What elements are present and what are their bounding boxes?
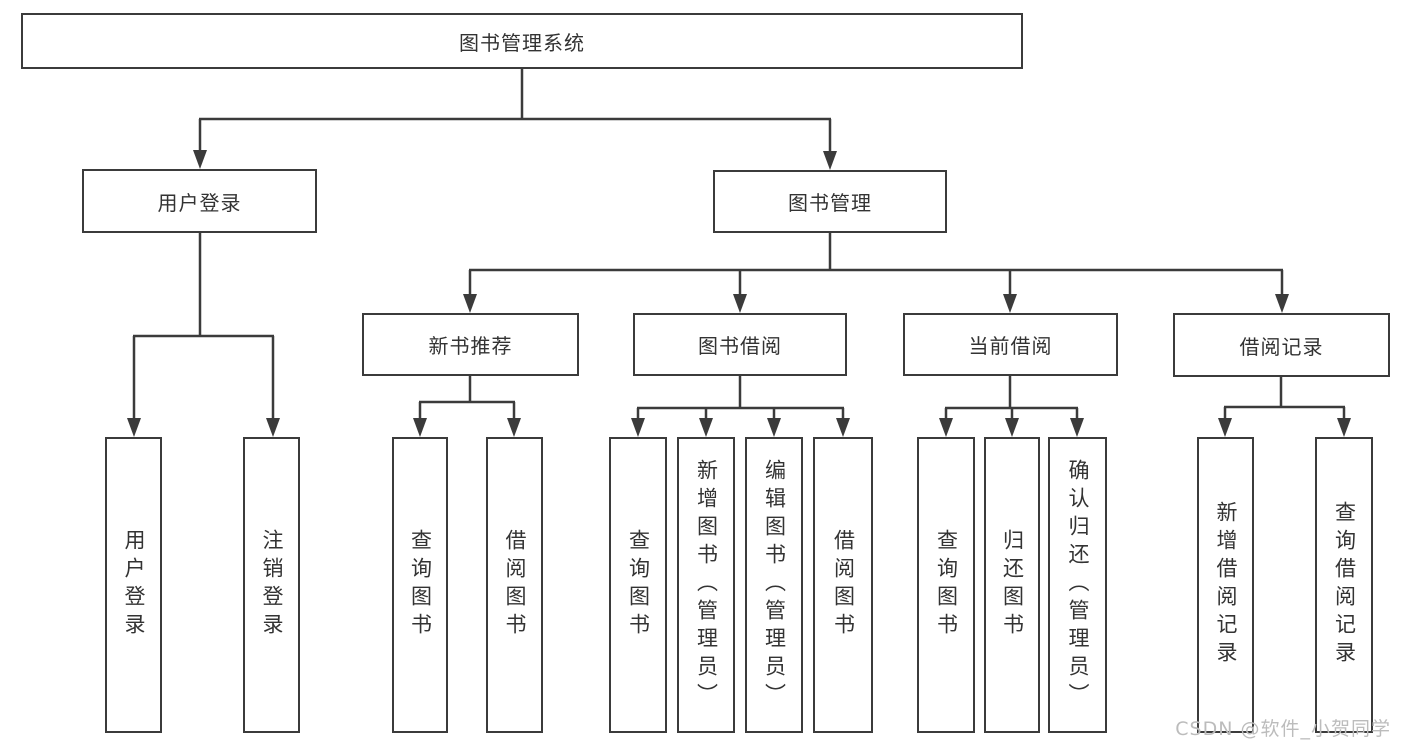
leaf-query-borrow-record: 查询借阅记录 bbox=[1315, 437, 1373, 733]
leaf-query-books: 查询图书 bbox=[917, 437, 975, 733]
arrowhead bbox=[507, 418, 521, 437]
node-label: 新书推荐 bbox=[428, 334, 513, 358]
arrowhead bbox=[1005, 418, 1019, 437]
arrowhead bbox=[733, 294, 747, 313]
leaf-label: 查询借阅记录 bbox=[1332, 501, 1357, 669]
leaf-borrow-books: 借阅图书 bbox=[486, 437, 543, 733]
arrowhead bbox=[266, 418, 280, 437]
leaf-label: 借阅图书 bbox=[831, 529, 856, 641]
leaf-label: 新增借阅记录 bbox=[1214, 501, 1238, 669]
arrowhead bbox=[823, 151, 837, 170]
leaf-label: 用户登录 bbox=[122, 529, 146, 641]
leaf-logout-login: 注销登录 bbox=[243, 437, 300, 733]
leaf-borrow-books: 借阅图书 bbox=[813, 437, 873, 733]
arrowhead bbox=[1337, 418, 1351, 437]
leaf-label: 借阅图书 bbox=[503, 529, 527, 641]
arrowhead bbox=[939, 418, 953, 437]
leaf-label: 编辑图书（管理员） bbox=[762, 459, 787, 711]
leaf-label: 查询图书 bbox=[408, 529, 433, 641]
leaf-add-borrow-record: 新增借阅记录 bbox=[1197, 437, 1254, 733]
arrowhead bbox=[193, 150, 207, 169]
arrowhead bbox=[127, 418, 141, 437]
arrowhead bbox=[1070, 418, 1084, 437]
leaf-query-books: 查询图书 bbox=[392, 437, 448, 733]
leaf-add-books-admin: 新增图书（管理员） bbox=[677, 437, 735, 733]
node-borrow-records: 借阅记录 bbox=[1173, 313, 1390, 377]
arrowhead bbox=[836, 418, 850, 437]
arrowhead bbox=[767, 418, 781, 437]
node-book-management: 图书管理 bbox=[713, 170, 947, 233]
node-label: 当前借阅 bbox=[968, 334, 1053, 358]
csdn-watermark: CSDN @软件_小贺同学 bbox=[1175, 718, 1391, 740]
node-user-login: 用户登录 bbox=[82, 169, 317, 233]
node-label: 借阅记录 bbox=[1239, 334, 1324, 359]
leaf-label: 查询图书 bbox=[934, 529, 959, 641]
node-book-borrow: 图书借阅 bbox=[633, 313, 847, 376]
node-label: 图书管理系统 bbox=[459, 30, 585, 55]
leaf-label: 确认归还（管理员） bbox=[1066, 459, 1090, 711]
node-new-book-recommend: 新书推荐 bbox=[362, 313, 579, 376]
node-label: 用户登录 bbox=[157, 190, 242, 215]
arrowhead bbox=[413, 418, 427, 437]
leaf-confirm-return-admin: 确认归还（管理员） bbox=[1048, 437, 1107, 733]
node-library-management-system: 图书管理系统 bbox=[21, 13, 1023, 69]
tree-edges bbox=[132, 69, 1346, 424]
node-label: 图书管理 bbox=[788, 191, 872, 215]
arrowhead bbox=[699, 418, 713, 437]
leaf-label: 注销登录 bbox=[260, 529, 284, 641]
leaf-label: 查询图书 bbox=[626, 529, 651, 641]
leaf-query-books: 查询图书 bbox=[609, 437, 667, 733]
arrowhead bbox=[1218, 418, 1232, 437]
node-current-borrow: 当前借阅 bbox=[903, 313, 1118, 376]
node-label: 图书借阅 bbox=[698, 334, 782, 358]
leaf-edit-books-admin: 编辑图书（管理员） bbox=[745, 437, 803, 733]
leaf-label: 新增图书（管理员） bbox=[694, 459, 719, 711]
arrowhead bbox=[1003, 294, 1017, 313]
leaf-return-books: 归还图书 bbox=[984, 437, 1040, 733]
leaf-user-login: 用户登录 bbox=[105, 437, 162, 733]
arrowhead bbox=[463, 294, 477, 313]
arrowhead bbox=[631, 418, 645, 437]
arrowhead bbox=[1275, 294, 1289, 313]
leaf-label: 归还图书 bbox=[1000, 529, 1025, 641]
